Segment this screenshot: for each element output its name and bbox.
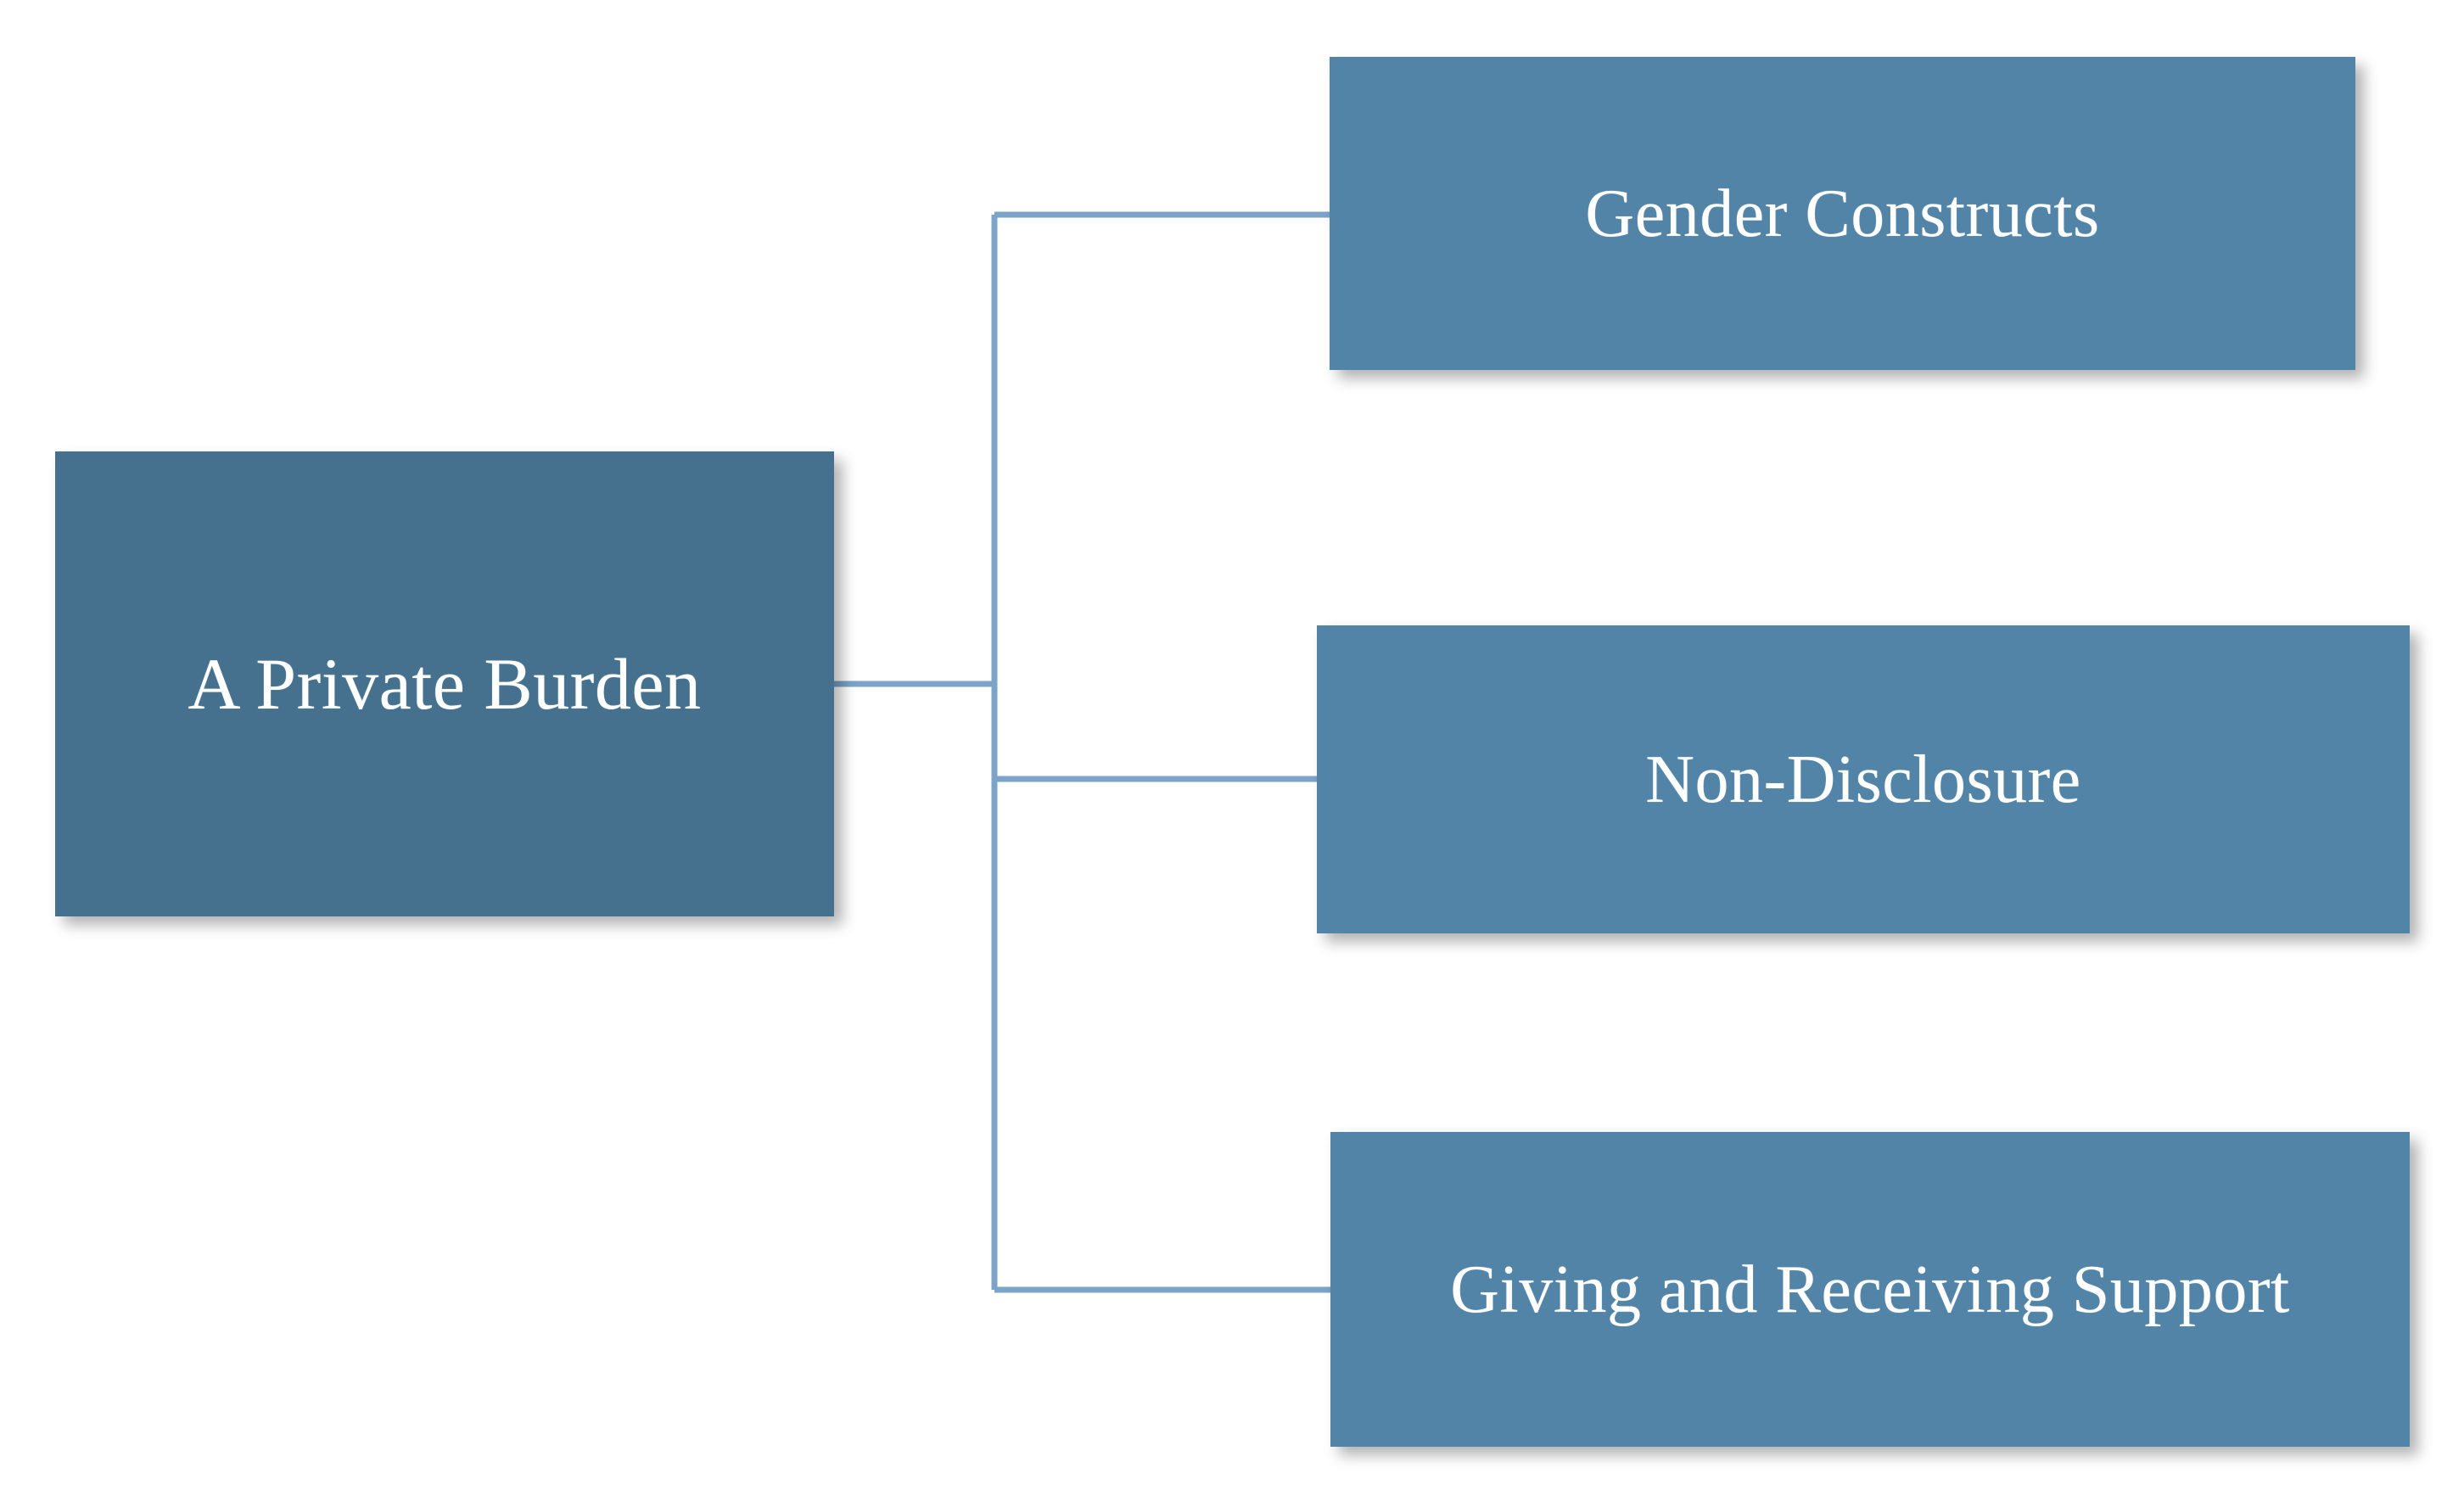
node-non-disclosure[interactable]: Non-Disclosure [1317, 625, 2410, 933]
node-gender-constructs[interactable]: Gender Constructs [1330, 57, 2355, 370]
node-label-a-private-burden: A Private Burden [188, 642, 702, 725]
node-label-non-disclosure: Non-Disclosure [1645, 742, 2081, 817]
node-label-gender-constructs: Gender Constructs [1585, 176, 2100, 251]
node-a-private-burden[interactable]: A Private Burden [55, 451, 834, 916]
node-giving-and-receiving-support[interactable]: Giving and Receiving Support [1330, 1132, 2410, 1447]
node-label-giving-and-receiving-support: Giving and Receiving Support [1450, 1252, 2290, 1327]
